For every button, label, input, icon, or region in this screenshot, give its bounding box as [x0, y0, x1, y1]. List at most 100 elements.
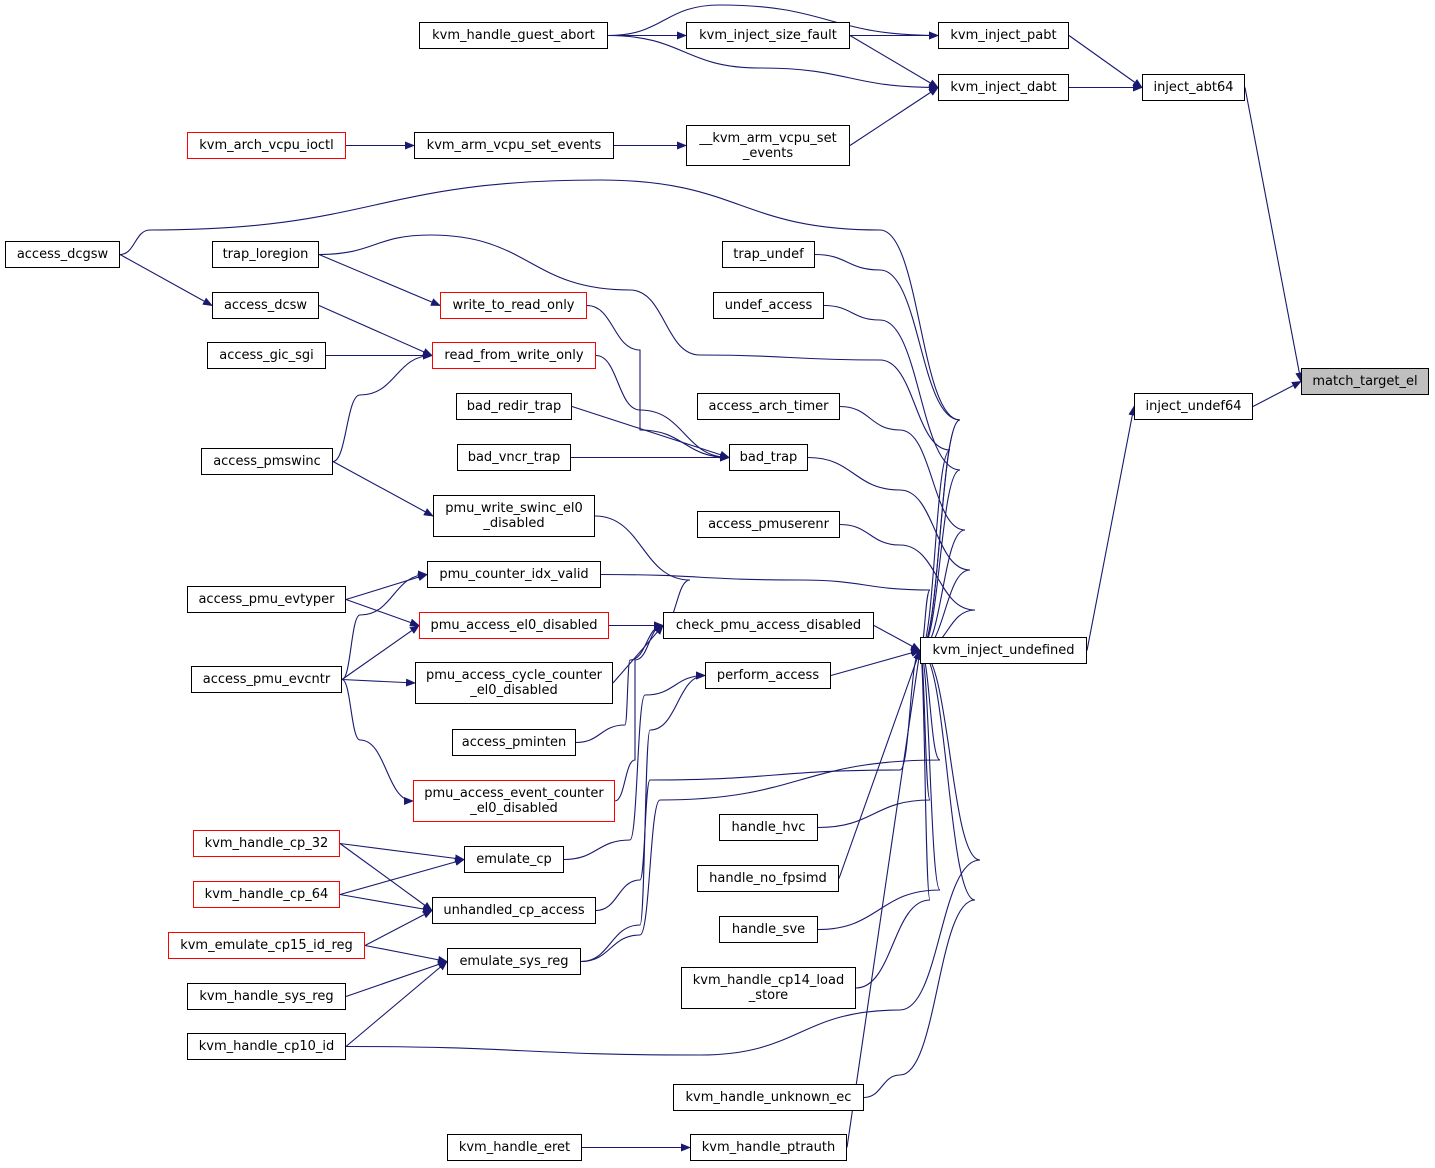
- node-inject-abt64[interactable]: inject_abt64: [1142, 74, 1245, 101]
- edge-access-pminten-to-check-pmu-access-disabled: [575, 621, 664, 744]
- edge-trap-loregion-to-write-to-read-only: [318, 253, 441, 307]
- node-kvm-handle-cp-64[interactable]: kvm_handle_cp_64: [193, 881, 340, 908]
- node-kvm-handle-eret[interactable]: kvm_handle_eret: [447, 1134, 582, 1161]
- edge-kvm-handle-cp14-load-store-to-kvm-inject-undefined: [855, 646, 931, 989]
- node-kvm-handle-cp14-load-store[interactable]: kvm_handle_cp14_load _store: [681, 967, 856, 1009]
- node-access-pmu-evtyper[interactable]: access_pmu_evtyper: [187, 586, 346, 613]
- node-kvm-handle-unknown-ec[interactable]: kvm_handle_unknown_ec: [673, 1084, 864, 1111]
- edge-kvm-handle-cp10-id-to-emulate-sys-reg: [345, 960, 448, 1047]
- node-pmu-access-el0-disabled[interactable]: pmu_access_el0_disabled: [419, 612, 609, 639]
- edge-emulate-sys-reg-to-kvm-inject-undefined: [580, 646, 941, 963]
- edge-access-pmuserenr-to-kvm-inject-undefined: [839, 523, 976, 655]
- node-handle-sve[interactable]: handle_sve: [719, 916, 818, 943]
- edge-kvm-handle-ptrauth-to-kvm-inject-undefined: [846, 649, 923, 1148]
- edge-kvm-handle-cp-32-to-emulate-cp: [339, 842, 465, 863]
- node-trap-loregion[interactable]: trap_loregion: [212, 241, 319, 268]
- node-unhandled-cp-access[interactable]: unhandled_cp_access: [432, 897, 596, 924]
- edge-access-pmu-evtyper-to-pmu-access-el0-disabled: [345, 598, 420, 627]
- edge-kvm-emulate-cp15-id-reg-to-unhandled-cp-access: [364, 910, 433, 946]
- node-bad-redir-trap[interactable]: bad_redir_trap: [456, 393, 572, 420]
- edge-handle-no-fpsimd-to-kvm-inject-undefined: [838, 649, 921, 879]
- edge-kvm-handle-unknown-ec-to-kvm-inject-undefined: [863, 646, 976, 1099]
- edge-kvm-handle-guest-abort-to-kvm-inject-dabt: [607, 34, 939, 92]
- node-check-pmu-access-disabled[interactable]: check_pmu_access_disabled: [663, 612, 874, 639]
- edge-kvm-handle-cp-64-to-emulate-cp: [339, 858, 465, 896]
- edge-access-pmswinc-to-read-from-write-only: [332, 351, 433, 463]
- edge-trap-loregion-to-kvm-inject-undefined: [318, 234, 951, 655]
- edge-pmu-access-cycle-counter-el0-disabled-to-check-pmu-access-disabled: [612, 624, 664, 684]
- edge-kvm-handle-cp10-id-to-kvm-inject-undefined: [345, 646, 981, 1056]
- node-kvm-arch-vcpu-ioctl[interactable]: kvm_arch_vcpu_ioctl: [187, 132, 346, 159]
- edge-pmu-counter-idx-valid-to-kvm-inject-undefined: [600, 573, 931, 655]
- node-pmu-counter-idx-valid[interactable]: pmu_counter_idx_valid: [427, 561, 601, 588]
- node-kvm-handle-cp-32[interactable]: kvm_handle_cp_32: [193, 830, 340, 857]
- edge-unhandled-cp-access-to-kvm-inject-undefined: [595, 646, 921, 912]
- node-kvm-inject-size-fault[interactable]: kvm_inject_size_fault: [686, 22, 850, 49]
- node-access-dcgsw[interactable]: access_dcgsw: [5, 241, 120, 268]
- edge-kvm-emulate-cp15-id-reg-to-emulate-sys-reg: [364, 944, 448, 964]
- edge-perform-access-to-kvm-inject-undefined: [830, 649, 921, 677]
- node-undef-access[interactable]: undef_access: [713, 292, 824, 319]
- node-write-to-read-only[interactable]: write_to_read_only: [440, 292, 587, 319]
- edge-handle-sve-to-kvm-inject-undefined: [817, 646, 941, 931]
- node-kvm-emulate-cp15-id-reg[interactable]: kvm_emulate_cp15_id_reg: [168, 932, 365, 959]
- edge-layer: [119, 4, 1304, 1152]
- node-access-arch-timer[interactable]: access_arch_timer: [697, 393, 840, 420]
- edge-write-to-read-only-to-bad-trap: [586, 304, 730, 462]
- node-bad-trap[interactable]: bad_trap: [729, 444, 808, 471]
- node-kvm-handle-sys-reg[interactable]: kvm_handle_sys_reg: [187, 983, 346, 1010]
- edge-pmu-write-swinc-el0-disabled-to-check-pmu-access-disabled: [594, 515, 691, 630]
- node-pmu-write-swinc-el0-disabled[interactable]: pmu_write_swinc_el0 _disabled: [433, 495, 595, 537]
- edge-access-dcsw-to-read-from-write-only: [318, 304, 433, 357]
- node-kvm-handle-guest-abort[interactable]: kvm_handle_guest_abort: [419, 22, 608, 49]
- edge-kvm-arm-vcpu-set-events-to-kvm-inject-dabt: [849, 86, 939, 146]
- node-kvm-inject-dabt[interactable]: kvm_inject_dabt: [938, 74, 1069, 101]
- node-trap-undef[interactable]: trap_undef: [722, 241, 815, 268]
- node-match-target-el: match_target_el: [1301, 368, 1429, 395]
- node-access-gic-sgi[interactable]: access_gic_sgi: [207, 342, 326, 369]
- edge-access-pmu-evtyper-to-pmu-counter-idx-valid: [345, 573, 428, 601]
- node-read-from-write-only[interactable]: read_from_write_only: [432, 342, 596, 369]
- edge-kvm-handle-guest-abort-to-kvm-inject-pabt: [607, 4, 939, 40]
- node-pmu-access-cycle-counter-el0-disabled[interactable]: pmu_access_cycle_counter _el0_disabled: [415, 662, 613, 704]
- node-kvm-arm-vcpu-set-events[interactable]: kvm_arm_vcpu_set_events: [414, 132, 614, 159]
- edge-undef-access-to-kvm-inject-undefined: [823, 304, 961, 655]
- node-kvm-handle-ptrauth[interactable]: kvm_handle_ptrauth: [690, 1134, 847, 1161]
- node-bad-vncr-trap[interactable]: bad_vncr_trap: [457, 444, 571, 471]
- edge-inject-undef64-to-match-target-el: [1252, 381, 1302, 407]
- node-emulate-cp[interactable]: emulate_cp: [464, 846, 564, 873]
- edge-access-pmu-evcntr-to-pmu-access-cycle-counter-el0-disabled: [341, 678, 416, 687]
- edge-bad-trap-to-kvm-inject-undefined: [807, 456, 971, 655]
- node-access-pmuserenr[interactable]: access_pmuserenr: [697, 511, 840, 538]
- node-kvm-inject-undefined[interactable]: kvm_inject_undefined: [920, 637, 1087, 664]
- node-kvm-arm-vcpu-set-events[interactable]: __kvm_arm_vcpu_set _events: [686, 125, 850, 166]
- edge-kvm-handle-cp-64-to-unhandled-cp-access: [339, 893, 433, 913]
- edge-kvm-handle-sys-reg-to-emulate-sys-reg: [345, 960, 448, 998]
- node-access-pmswinc[interactable]: access_pmswinc: [201, 448, 333, 475]
- node-handle-hvc[interactable]: handle_hvc: [719, 814, 818, 841]
- edge-kvm-handle-cp-32-to-unhandled-cp-access: [339, 843, 433, 912]
- edge-access-pmswinc-to-pmu-write-swinc-el0-disabled: [332, 461, 434, 517]
- node-kvm-inject-pabt[interactable]: kvm_inject_pabt: [938, 22, 1069, 49]
- edge-inject-abt64-to-match-target-el: [1244, 87, 1304, 383]
- edge-access-pmu-evcntr-to-pmu-access-el0-disabled: [341, 624, 420, 680]
- edge-access-pmu-evcntr-to-pmu-counter-idx-valid: [341, 570, 428, 681]
- node-access-pminten[interactable]: access_pminten: [452, 729, 576, 756]
- edge-bad-redir-trap-to-bad-trap: [571, 405, 730, 459]
- node-inject-undef64[interactable]: inject_undef64: [1134, 393, 1253, 420]
- node-perform-access[interactable]: perform_access: [705, 662, 831, 689]
- node-handle-no-fpsimd[interactable]: handle_no_fpsimd: [697, 865, 839, 892]
- edge-handle-hvc-to-kvm-inject-undefined: [817, 646, 931, 829]
- node-kvm-handle-cp10-id[interactable]: kvm_handle_cp10_id: [187, 1033, 346, 1060]
- edge-pmu-access-event-counter-el0-disabled-to-check-pmu-access-disabled: [614, 621, 664, 802]
- node-access-pmu-evcntr[interactable]: access_pmu_evcntr: [191, 666, 342, 693]
- edge-kvm-inject-pabt-to-inject-abt64: [1068, 35, 1143, 89]
- edge-trap-undef-to-kvm-inject-undefined: [814, 253, 961, 655]
- edge-kvm-inject-undefined-to-inject-undef64: [1086, 405, 1137, 651]
- edge-access-dcgsw-to-access-dcsw: [119, 254, 213, 306]
- node-emulate-sys-reg[interactable]: emulate_sys_reg: [447, 948, 581, 975]
- node-access-dcsw[interactable]: access_dcsw: [212, 292, 319, 319]
- node-pmu-access-event-counter-el0-disabled[interactable]: pmu_access_event_counter _el0_disabled: [413, 780, 615, 822]
- edge-access-pmu-evcntr-to-pmu-access-event-counter-el0-disabled: [341, 678, 414, 805]
